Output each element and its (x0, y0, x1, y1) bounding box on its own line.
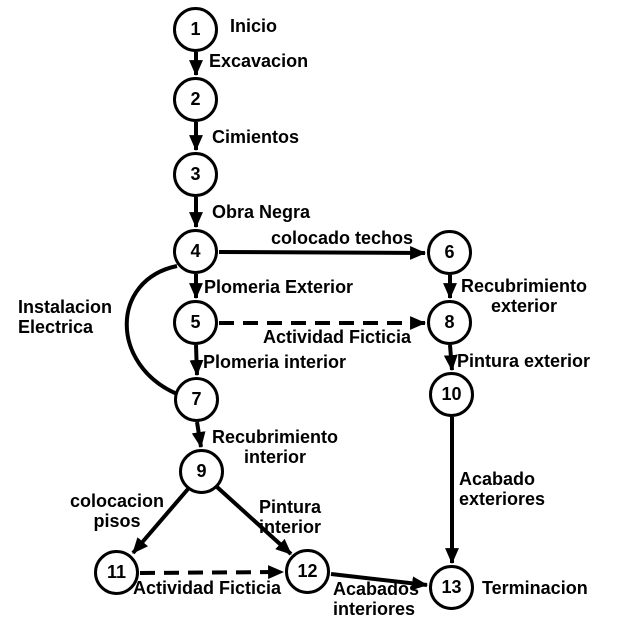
edge-8-10 (443, 344, 458, 372)
label-acabado-exteriores: Acabado exteriores (459, 469, 546, 509)
label-inicio: Inicio (230, 16, 278, 36)
edge-12-13 (330, 572, 429, 591)
edge-4-6 (218, 245, 427, 260)
node-9: 9 (179, 449, 224, 494)
node-12: 12 (285, 549, 330, 594)
label-pintura-interior: Pintura interior (258, 497, 321, 537)
label-actividad-ficticia-bottom: Actividad Ficticia (133, 578, 282, 598)
edge-9-12 (215, 485, 293, 556)
label-cimientos: Cimientos (212, 127, 300, 147)
node-8: 8 (427, 300, 472, 345)
label-excavacion: Excavacion (209, 51, 309, 71)
label-recubrimiento-interior: Recubrimiento interior (211, 427, 339, 467)
label-obra-negra: Obra Negra (212, 202, 311, 222)
label-actividad-ficticia-top: Actividad Ficticia (263, 327, 412, 347)
node-1: 1 (173, 7, 218, 52)
edge-11-12-dummy (139, 565, 285, 580)
label-acabados-interiores: Acabados interiores (333, 579, 420, 619)
label-colocado-techos: colocado techos (271, 228, 414, 248)
label-recubrimiento-exterior: Recubrimiento exterior (460, 276, 588, 316)
label-plomeria-interior: Plomeria interior (203, 352, 347, 372)
node-7: 7 (174, 377, 219, 422)
edge-9-11 (131, 487, 190, 555)
node-10: 10 (429, 372, 474, 417)
edge-5-7 (189, 344, 204, 377)
node-2: 2 (173, 77, 218, 122)
label-terminacion: Terminacion (482, 578, 588, 598)
node-3: 3 (173, 152, 218, 197)
node-5: 5 (173, 300, 218, 345)
label-instalacion-electrica: Instalacion Electrica (18, 297, 113, 337)
label-pintura-exterior: Pintura exterior (457, 351, 591, 371)
node-6: 6 (427, 230, 472, 275)
edge-7-9 (191, 421, 206, 449)
label-colocacion-pisos: colocacion pisos (69, 491, 165, 531)
edge-4-7-instalacion-electrica (124, 264, 178, 396)
node-4: 4 (173, 229, 218, 274)
label-plomeria-exterior: Plomeria Exterior (204, 277, 354, 297)
node-13: 13 (429, 565, 474, 610)
node-11: 11 (94, 550, 139, 595)
